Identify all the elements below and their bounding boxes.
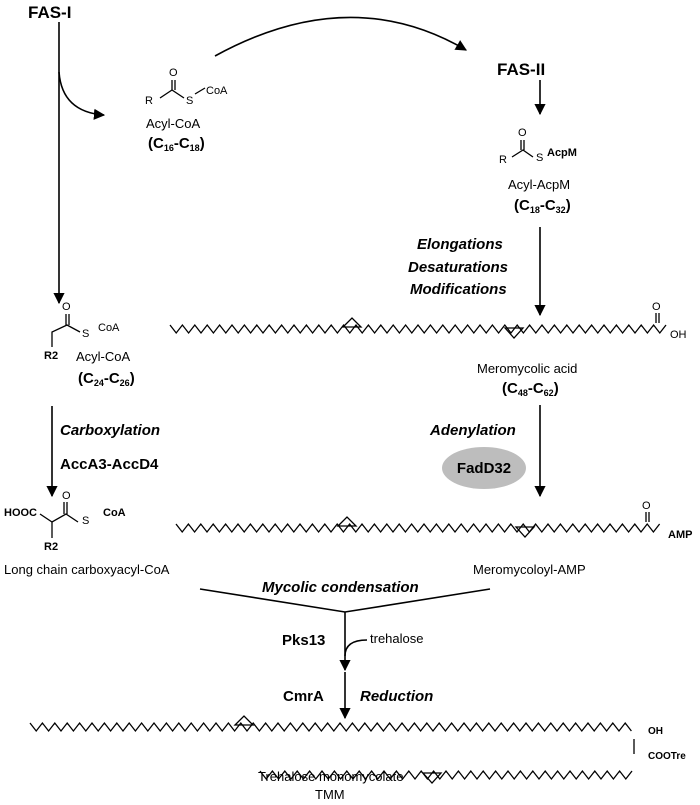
meromycoloyl-oxygen: O — [642, 500, 651, 512]
tmm-chains — [29, 715, 635, 784]
acyl-coa-structure-2 — [51, 314, 81, 347]
fas1-label: FAS-I — [28, 3, 72, 22]
acyl-coa-2-coa: CoA — [98, 322, 120, 334]
carboxyacyl-coa: CoA — [103, 507, 126, 519]
trehalose-label: trehalose — [370, 631, 424, 646]
step-elongations: Elongations — [417, 236, 503, 253]
carboxyacyl-r2: R2 — [44, 541, 59, 553]
acyl-coa-2-range: (C24-C26) — [78, 370, 135, 388]
meromycoloyl-label: Meromycoloyl-AMP — [473, 562, 586, 577]
arrow-acylcoa1-to-fas2 — [214, 16, 467, 57]
meromycoloyl-amp: AMP — [668, 529, 693, 541]
acyl-coa-1-r: R — [145, 95, 153, 107]
adenylation-label: Adenylation — [430, 422, 516, 439]
step-modifications: Modifications — [410, 281, 507, 298]
meromycolic-acid-chain — [169, 313, 667, 339]
acyl-acpm-structure — [511, 140, 534, 158]
acyl-acpm-acpm: AcpM — [547, 147, 577, 159]
carboxyacyl-label: Long chain carboxyacyl-CoA — [4, 562, 170, 577]
arrow-fas1-to-acylcoa1 — [58, 71, 106, 120]
acyl-coa-2-oxygen: O — [62, 301, 71, 313]
carboxyacyl-hooc: HOOC — [4, 507, 37, 519]
carboxyacyl-s: S — [82, 515, 90, 527]
acyl-acpm-r: R — [499, 154, 507, 166]
acyl-coa-2-label: Acyl-CoA — [76, 349, 131, 364]
tmm-name: Trehalose monomycolate — [258, 769, 404, 784]
cmra-label: CmrA — [283, 688, 324, 705]
acyl-coa-1-range: (C16-C18) — [148, 135, 205, 153]
acyl-acpm-label: Acyl-AcpM — [508, 177, 571, 192]
meromycoloyl-amp-chain — [175, 512, 661, 538]
acyl-coa-structure-1 — [159, 80, 206, 99]
meromycolic-oh: OH — [670, 329, 687, 341]
carboxylation-label: Carboxylation — [60, 422, 161, 439]
acyl-acpm-oxygen: O — [518, 127, 527, 139]
tmm-abbr: TMM — [315, 787, 345, 802]
tmm-oh: OH — [648, 726, 663, 737]
step-desaturations: Desaturations — [408, 259, 509, 276]
acyl-coa-1-oxygen: O — [169, 67, 178, 79]
fadd32-badge: FadD32 — [442, 447, 526, 489]
reduction-label: Reduction — [360, 688, 434, 705]
acyl-coa-2-s: S — [82, 328, 90, 340]
carboxyacyl-structure — [39, 502, 79, 538]
carboxyacyl-oxygen: O — [62, 490, 71, 502]
acyl-coa-1-s: S — [186, 95, 194, 107]
meromycolic-range: (C48-C62) — [502, 380, 559, 398]
acyl-coa-2-r2: R2 — [44, 350, 59, 362]
meromycolic-label: Meromycolic acid — [477, 361, 578, 376]
acyl-acpm-s: S — [536, 152, 544, 164]
arrow-trehalose-in — [344, 639, 368, 657]
acyl-coa-1-coa: CoA — [206, 85, 228, 97]
acca3-accd4-label: AccA3-AccD4 — [60, 456, 159, 473]
mycolic-condensation-label: Mycolic condensation — [262, 579, 419, 596]
fadd32-label: FadD32 — [456, 459, 512, 477]
acyl-acpm-range: (C18-C32) — [514, 197, 571, 215]
meromycolic-oxygen: O — [652, 301, 661, 313]
fas2-label: FAS-II — [497, 60, 546, 79]
acyl-coa-1-label: Acyl-CoA — [146, 116, 201, 131]
tmm-cootre: COOTre — [648, 751, 686, 762]
pks13-label: Pks13 — [282, 632, 326, 649]
